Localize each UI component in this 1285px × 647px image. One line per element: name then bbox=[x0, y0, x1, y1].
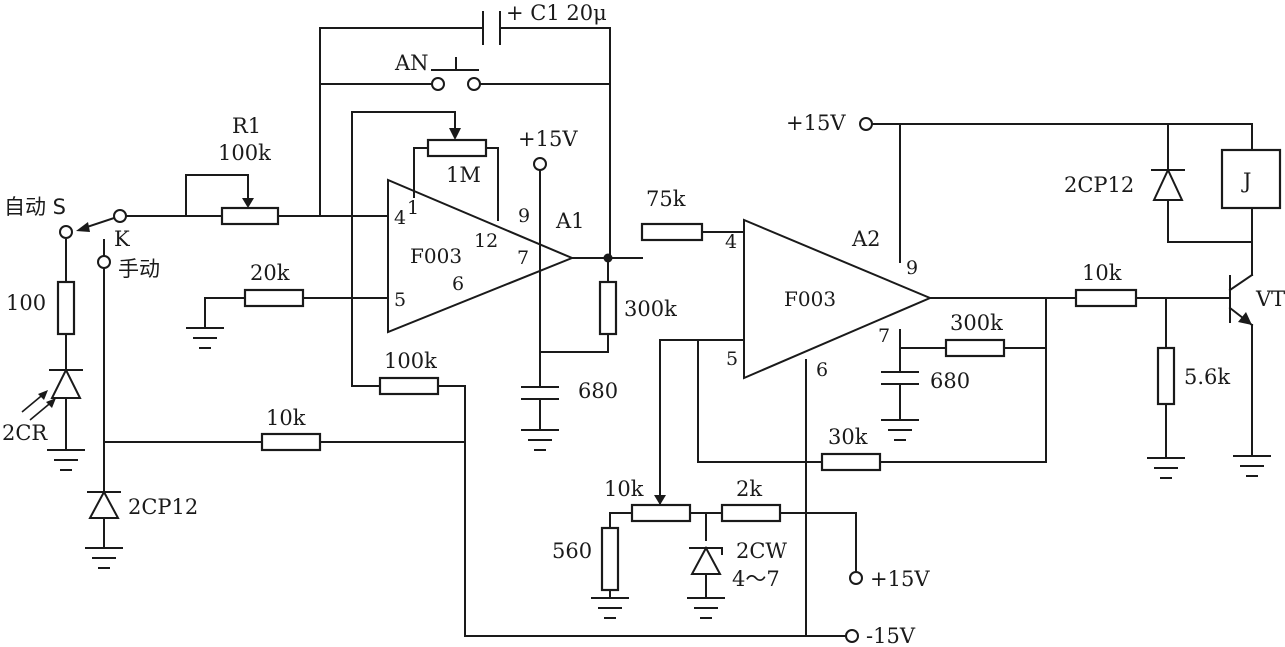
resistor-10k-base bbox=[1074, 288, 1138, 308]
ground-zener bbox=[687, 597, 725, 619]
label-r-75k: 75k bbox=[646, 187, 686, 211]
label-c-680-a1: 680 bbox=[578, 379, 618, 403]
label-transistor-vt: VT bbox=[1255, 287, 1285, 311]
label-a2-name: A2 bbox=[851, 227, 881, 251]
pin-a2-9: 9 bbox=[906, 257, 918, 279]
label-r-2k: 2k bbox=[736, 477, 762, 501]
ground-20k bbox=[186, 327, 224, 349]
potentiometer-10k-ref bbox=[630, 495, 692, 523]
relay-coil bbox=[1220, 148, 1282, 210]
label-switch-k: K bbox=[114, 227, 130, 251]
wires bbox=[65, 27, 1253, 637]
ground-680-a1 bbox=[521, 429, 559, 451]
switch-contact-auto bbox=[59, 225, 73, 239]
label-supply-a1: +15V bbox=[518, 127, 578, 151]
label-supply-neg: -15V bbox=[866, 624, 916, 647]
terminal-neg bbox=[845, 629, 859, 643]
label-supply-pos-bottom: +15V bbox=[870, 567, 930, 591]
terminal-pos-bottom bbox=[849, 571, 863, 585]
label-r-560: 560 bbox=[552, 539, 592, 563]
resistor-560 bbox=[600, 526, 620, 592]
capacitor-680-a1 bbox=[521, 386, 559, 400]
label-zener-2cw: 2CW bbox=[736, 539, 787, 563]
label-a2-chip: F003 bbox=[784, 287, 836, 311]
pin-a1-1: 1 bbox=[407, 197, 419, 219]
resistor-10k-left bbox=[260, 432, 322, 452]
op-amp-a1 bbox=[387, 178, 575, 334]
label-r1-name: R1 bbox=[232, 114, 261, 138]
diode-left-2cp12 bbox=[87, 489, 121, 519]
resistor-75k bbox=[640, 222, 704, 242]
label-pot-10k: 10k bbox=[604, 477, 644, 501]
label-r-30k: 30k bbox=[828, 425, 868, 449]
capacitor-c1 bbox=[482, 11, 501, 45]
label-r-10k-base: 10k bbox=[1082, 261, 1122, 285]
resistor-20k bbox=[243, 288, 305, 308]
photodiode-2cr bbox=[21, 367, 83, 421]
label-pot-1m: 1M bbox=[446, 163, 481, 187]
label-an: AN bbox=[394, 51, 429, 75]
transistor-vt bbox=[1228, 273, 1254, 327]
ground-transistor bbox=[1233, 455, 1271, 477]
ground-560 bbox=[591, 597, 629, 619]
label-r-100: 100 bbox=[6, 291, 46, 315]
resistor-30k bbox=[820, 452, 882, 472]
switch-contact-manual bbox=[97, 255, 111, 269]
pin-a2-5: 5 bbox=[726, 348, 738, 370]
switch-blade bbox=[76, 216, 116, 232]
label-r1-value: 100k bbox=[218, 141, 271, 165]
label-c-680-a2: 680 bbox=[930, 369, 970, 393]
resistor-300k-a1 bbox=[598, 280, 618, 336]
junctions bbox=[603, 253, 613, 263]
label-supply-pos-right: +15V bbox=[786, 111, 846, 135]
zener-2cw bbox=[689, 545, 723, 575]
resistor-100 bbox=[56, 280, 76, 336]
label-diode-relay: 2CP12 bbox=[1064, 173, 1134, 197]
pin-a2-4: 4 bbox=[725, 231, 737, 253]
diode-relay-2cp12 bbox=[1151, 167, 1185, 201]
ground-diode-left bbox=[85, 547, 123, 569]
pin-a1-4: 4 bbox=[394, 207, 406, 229]
resistor-2k bbox=[720, 503, 782, 523]
label-r-10k-left: 10k bbox=[266, 406, 306, 430]
ground-680-a2 bbox=[881, 419, 919, 441]
label-photodiode: 2CR bbox=[2, 421, 48, 445]
label-r-300k-a2: 300k bbox=[950, 311, 1003, 335]
resistor-300k-a2 bbox=[944, 338, 1006, 358]
label-c1: + C1 20μ bbox=[506, 1, 607, 25]
label-diode-left: 2CP12 bbox=[128, 495, 198, 519]
label-a1-chip: F003 bbox=[410, 244, 462, 268]
label-switch-manual: 手动 bbox=[118, 257, 160, 281]
label-r-100k-fb: 100k bbox=[384, 349, 437, 373]
capacitor-680-a2 bbox=[881, 371, 919, 385]
label-r-20k: 20k bbox=[250, 261, 290, 285]
pin-a1-9: 9 bbox=[518, 205, 530, 227]
push-button-an bbox=[431, 57, 481, 91]
potentiometer-1m bbox=[426, 121, 488, 158]
label-zener-range: 4～7 bbox=[732, 567, 780, 591]
label-r-300k-a1: 300k bbox=[624, 297, 677, 321]
pin-a2-6: 6 bbox=[816, 359, 828, 381]
resistor-100k-feedback bbox=[378, 376, 440, 396]
ground-5-6k bbox=[1147, 457, 1185, 479]
label-switch-auto: 自动 S bbox=[4, 195, 66, 219]
potentiometer-r1 bbox=[220, 192, 280, 226]
switch-pivot bbox=[113, 209, 127, 223]
terminal-a1-supply bbox=[533, 157, 547, 171]
label-r-5-6k: 5.6k bbox=[1184, 365, 1230, 389]
pin-a1-6: 6 bbox=[452, 273, 464, 295]
pin-a1-5: 5 bbox=[394, 289, 406, 311]
resistor-5-6k bbox=[1156, 346, 1176, 406]
op-amp-a2 bbox=[743, 218, 933, 380]
ground-photodiode bbox=[47, 449, 85, 471]
label-relay-j: J bbox=[1241, 169, 1251, 193]
label-a1-name: A1 bbox=[555, 209, 585, 233]
pin-a2-7: 7 bbox=[878, 325, 890, 347]
terminal-pos-right bbox=[859, 117, 873, 131]
pin-a1-7: 7 bbox=[517, 247, 529, 269]
pin-a1-12: 12 bbox=[474, 230, 498, 252]
